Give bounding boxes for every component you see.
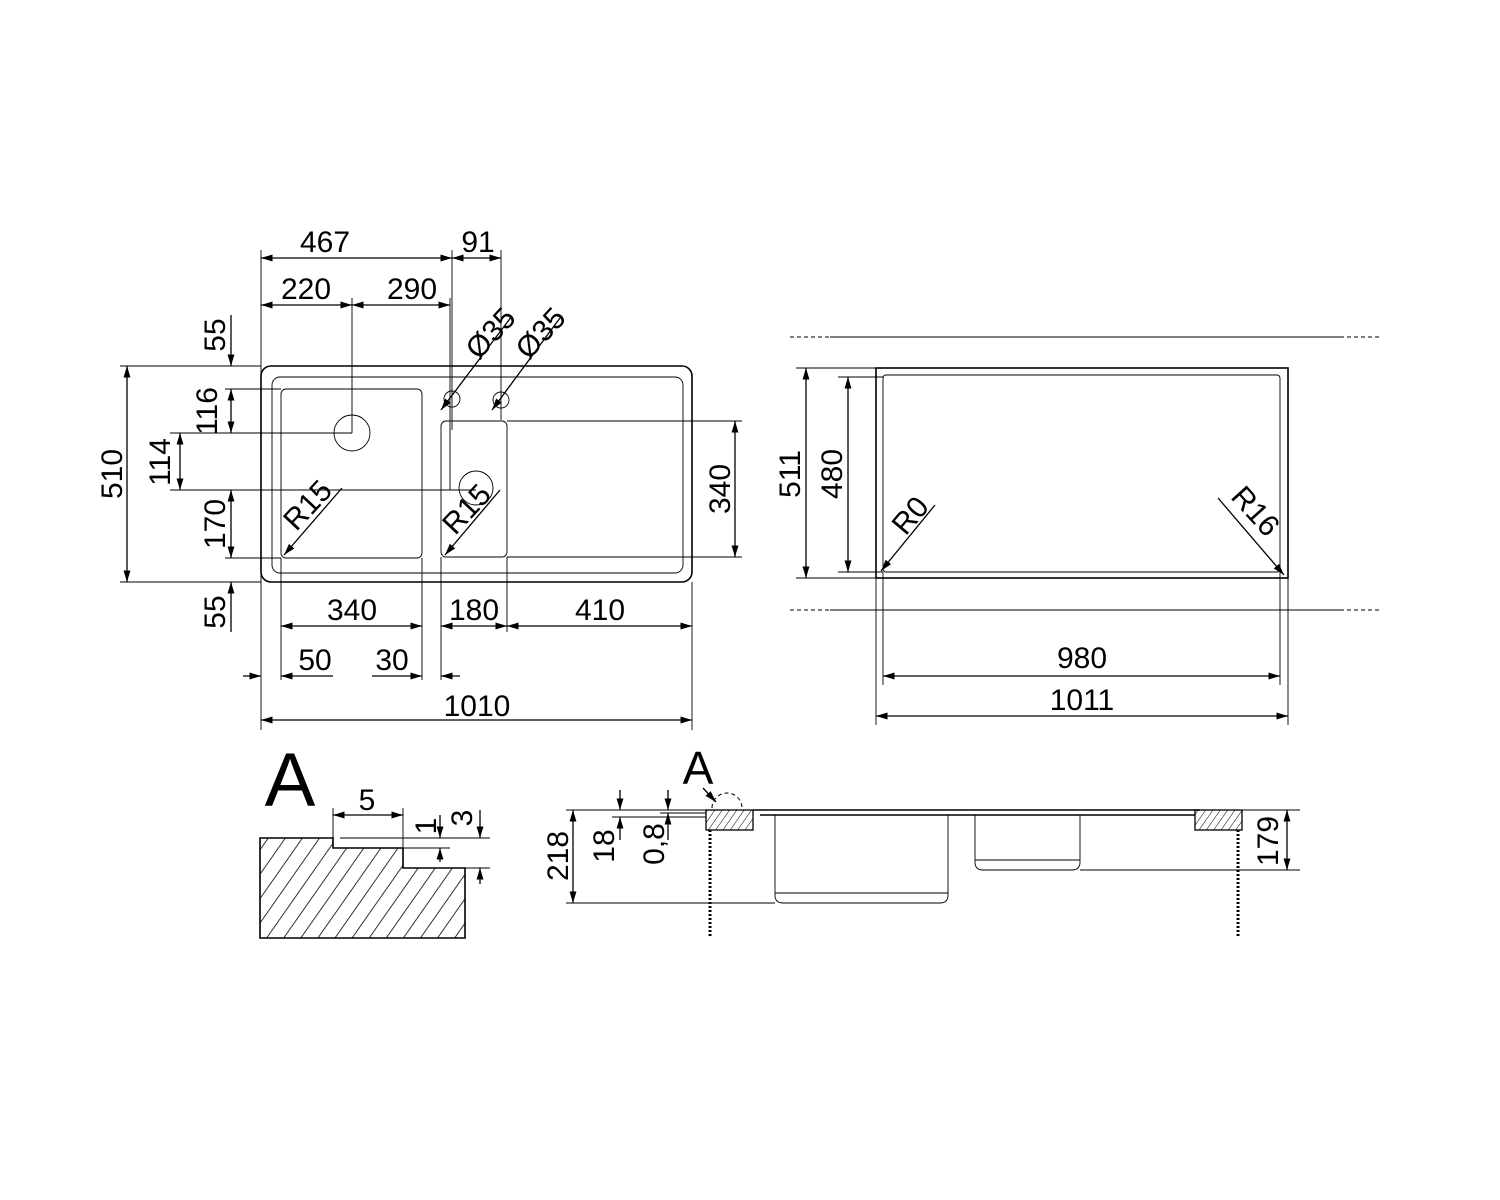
detail-a: A 5 1 3 — [259, 738, 490, 939]
dim-116: 116 — [191, 387, 224, 435]
dim-290: 290 — [387, 273, 437, 306]
dim-1: 1 — [410, 818, 443, 835]
countertop-right — [1194, 809, 1243, 831]
dim-340: 340 — [327, 594, 377, 627]
cutout-outer — [875, 367, 1289, 579]
dim-1010: 1010 — [444, 690, 511, 723]
dim-50: 50 — [298, 644, 331, 677]
section-view: A 218 18 0,8 179 — [542, 742, 1300, 938]
dim-180: 180 — [449, 594, 499, 627]
dim-340-right: 340 — [704, 464, 737, 514]
sink-inner-rim — [271, 376, 684, 574]
dim-55-top: 55 — [199, 318, 232, 351]
cutout-view: 511 480 R0 R16 980 1011 — [774, 336, 1382, 725]
small-bowl — [440, 420, 508, 558]
plan-view: 467 91 220 290 510 55 116 114 170 55 340… — [96, 226, 742, 730]
dim-218: 218 — [542, 831, 575, 881]
hatched-profile — [259, 837, 466, 939]
dim-170: 170 — [199, 499, 232, 549]
dim-410: 410 — [575, 594, 625, 627]
radius-label-r16: R16 — [1224, 480, 1285, 543]
dim-5: 5 — [359, 784, 376, 817]
dim-179: 179 — [1252, 816, 1285, 866]
tap-hole-label-2: Ø35 — [510, 302, 573, 366]
countertop-left — [705, 809, 754, 831]
radius-label-small: R15 — [436, 478, 498, 541]
dim-220: 220 — [281, 273, 331, 306]
dim-114: 114 — [144, 438, 177, 486]
dim-467: 467 — [300, 226, 350, 259]
dim-3: 3 — [446, 810, 479, 827]
dim-511: 511 — [774, 450, 807, 498]
sink-outline — [260, 365, 693, 583]
cabinet-walls — [708, 830, 1240, 938]
dim-18: 18 — [588, 829, 621, 862]
dim-30: 30 — [375, 644, 408, 677]
dim-55-bottom: 55 — [199, 595, 232, 628]
cutout-inner — [882, 374, 1281, 573]
dim-1011: 1011 — [1050, 684, 1115, 717]
dim-480: 480 — [816, 449, 849, 499]
small-bowl-section — [974, 815, 1081, 871]
radius-label-left: R15 — [277, 474, 339, 537]
section-label: A — [683, 742, 714, 794]
dim-510: 510 — [96, 449, 129, 499]
left-bowl-section — [774, 815, 949, 904]
dim-91: 91 — [461, 226, 494, 259]
tap-hole-label-1: Ø35 — [460, 302, 523, 366]
left-bowl — [280, 388, 423, 559]
dim-980: 980 — [1057, 642, 1107, 675]
small-drain-icon — [458, 470, 494, 506]
radius-label-r0: R0 — [886, 491, 936, 542]
detail-label: A — [265, 738, 316, 823]
dim-0-8: 0,8 — [638, 823, 671, 865]
